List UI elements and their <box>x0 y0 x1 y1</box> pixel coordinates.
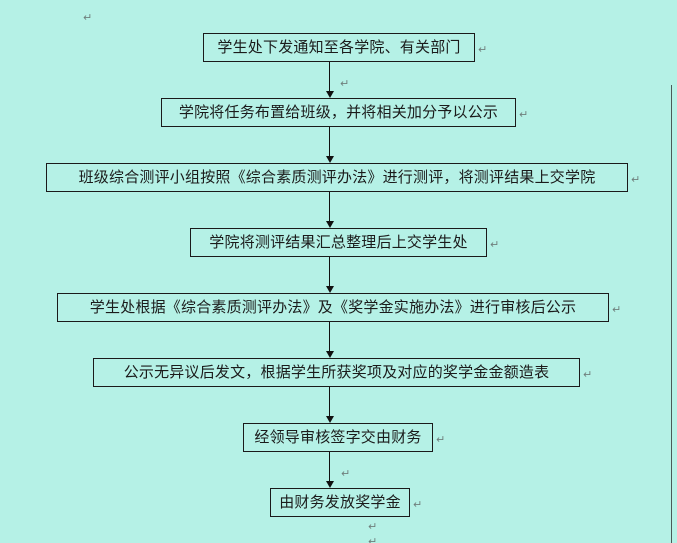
flow-arrowhead-2 <box>325 156 334 163</box>
page-edge-rule <box>671 85 672 543</box>
return-mark-12: ↵ <box>368 520 378 533</box>
process-box-label: 学生处根据《综合素质测评办法》及《奖学金实施办法》进行审核后公示 <box>89 298 577 316</box>
return-mark-11: ↵ <box>413 498 423 511</box>
flow-connector-7 <box>329 452 330 482</box>
flow-arrowhead-3 <box>325 221 334 228</box>
process-box-label: 班级综合测评小组按照《综合素质测评办法》进行测评，将测评结果上交学院 <box>78 168 596 186</box>
process-box-7[interactable]: 经领导审核签字交由财务 <box>243 423 433 452</box>
flow-arrowhead-7 <box>325 481 334 488</box>
process-box-1[interactable]: 学生处下发通知至各学院、有关部门 <box>203 33 475 62</box>
flow-arrowhead-6 <box>325 416 334 423</box>
return-mark-5: ↵ <box>631 173 641 186</box>
process-box-2[interactable]: 学院将任务布置给班级，并将相关加分予以公示 <box>161 98 516 127</box>
return-mark-7: ↵ <box>612 303 622 316</box>
process-box-label: 学院将测评结果汇总整理后上交学生处 <box>209 233 468 251</box>
return-mark-1: ↵ <box>83 11 93 24</box>
process-box-label: 公示无异议后发文，根据学生所获奖项及对应的奖学金金额造表 <box>123 363 550 381</box>
flow-connector-1 <box>329 62 330 92</box>
process-box-label: 学生处下发通知至各学院、有关部门 <box>217 38 461 56</box>
process-box-8[interactable]: 由财务发放奖学金 <box>270 488 410 517</box>
return-mark-8: ↵ <box>583 368 593 381</box>
return-mark-6: ↵ <box>490 238 500 251</box>
process-box-label: 学院将任务布置给班级，并将相关加分予以公示 <box>178 103 499 121</box>
return-mark-3: ↵ <box>340 77 350 90</box>
process-box-4[interactable]: 学院将测评结果汇总整理后上交学生处 <box>190 228 487 257</box>
return-mark-10: ↵ <box>341 467 351 480</box>
process-box-label: 经领导审核签字交由财务 <box>254 428 422 446</box>
flow-arrowhead-4 <box>325 286 334 293</box>
return-mark-2: ↵ <box>478 43 488 56</box>
flow-connector-2 <box>329 127 330 157</box>
flow-arrowhead-1 <box>325 91 334 98</box>
process-box-5[interactable]: 学生处根据《综合素质测评办法》及《奖学金实施办法》进行审核后公示 <box>57 293 609 322</box>
flow-connector-5 <box>329 322 330 352</box>
flow-connector-6 <box>329 387 330 417</box>
return-mark-9: ↵ <box>436 433 446 446</box>
process-box-6[interactable]: 公示无异议后发文，根据学生所获奖项及对应的奖学金金额造表 <box>93 358 580 387</box>
flow-connector-4 <box>329 257 330 287</box>
process-box-label: 由财务发放奖学金 <box>279 493 401 511</box>
flow-arrowhead-5 <box>325 351 334 358</box>
flow-connector-3 <box>329 192 330 222</box>
return-mark-13: ↵ <box>368 535 378 543</box>
return-mark-4: ↵ <box>519 108 529 121</box>
process-box-3[interactable]: 班级综合测评小组按照《综合素质测评办法》进行测评，将测评结果上交学院 <box>46 163 628 192</box>
